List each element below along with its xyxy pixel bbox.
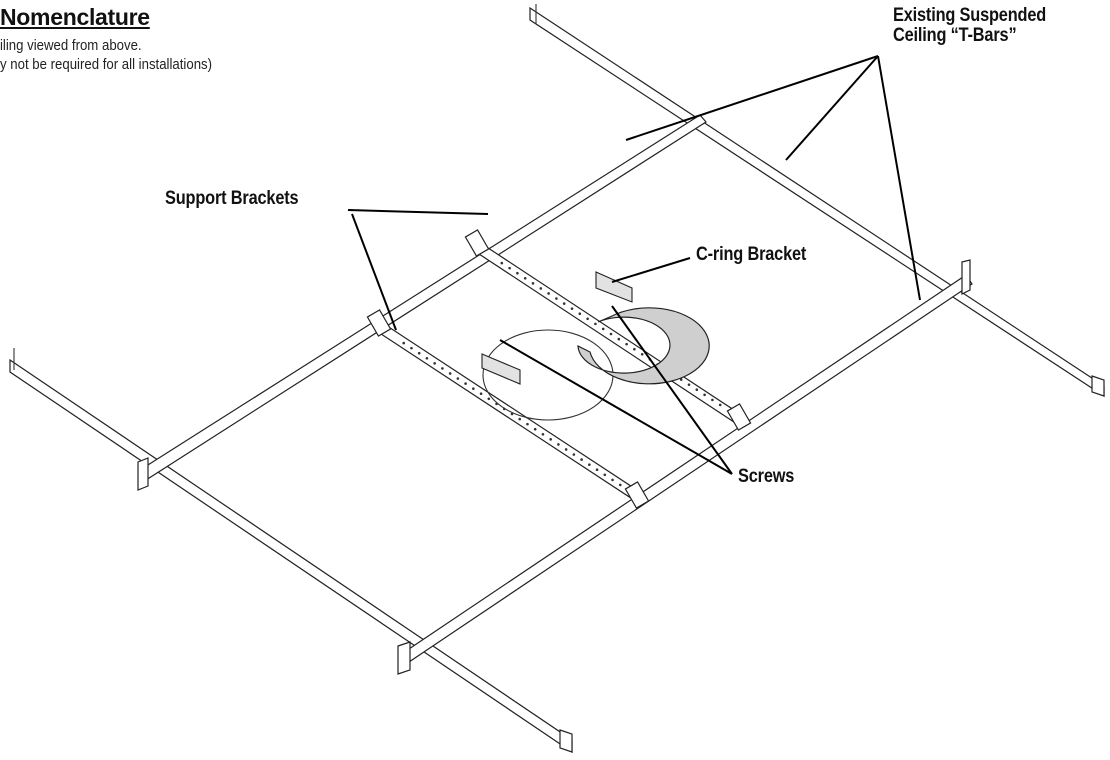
leader-lines [347,55,921,475]
bracket-hole [547,292,550,295]
tbar-cross-front [397,259,973,675]
bracket-hole [487,397,491,401]
bracket-hole [402,341,406,345]
bracket-hole [609,332,613,336]
bracket-hole [557,443,560,446]
callout-c-ring-bracket: C-ring Bracket [696,244,807,265]
bracket-hole [578,312,582,316]
bracket-hole [526,422,529,426]
bracket-hole [533,427,537,431]
leader-cring [611,257,691,283]
bracket-b-holes [500,261,722,407]
bracket-hole [508,266,511,270]
bracket-hole [711,398,714,402]
callout-tbars-line-1: Existing Suspended [893,5,1047,26]
callout-screws: Screws [738,466,795,487]
bracket-hole [570,307,574,310]
bracket-hole [611,478,614,482]
bracket-hole [433,362,436,365]
bracket-hole [594,322,597,326]
bracket-hole [518,417,522,421]
bracket-hole [555,297,558,300]
bracket-hole [695,388,699,392]
leader-support-1 [347,209,489,215]
subtitle-line-2: y not be required for all installations) [0,56,213,73]
support-bracket-a [366,309,650,509]
bracket-hole [562,302,566,305]
callout-tbars: Existing Suspended Ceiling “T-Bars” [893,6,1046,46]
callout-support-brackets: Support Brackets [165,188,299,209]
bracket-hole [703,393,706,397]
leader-support-2 [351,213,397,331]
bracket-hole [580,458,583,461]
bracket-hole [456,377,460,380]
bracket-hole [549,438,552,441]
bracket-hole [633,347,636,351]
bracket-hole [718,403,722,407]
leader-screws-1 [499,339,733,475]
tbar-front-left [9,348,573,754]
bracket-hole [564,448,568,451]
bracket-hole [603,473,607,477]
tbar-cross-back [137,114,707,491]
bracket-hole [539,287,543,290]
bracket-hole [531,282,535,285]
bracket-hole [464,382,467,385]
bracket-hole [425,356,429,360]
bracket-hole [601,327,605,331]
page-title: Nomenclature [0,4,150,30]
bracket-hole [586,317,589,321]
bracket-hole [588,463,591,466]
bracket-hole [687,383,691,386]
leader-tbar-3 [877,55,921,301]
bracket-hole [618,483,622,487]
bracket-hole [500,261,504,265]
bracket-hole [595,468,599,472]
bracket-hole [516,271,519,275]
bracket-hole [448,372,452,375]
bracket-hole [523,276,527,280]
page-subtitle: iling viewed from above. y not be requir… [0,36,212,74]
bracket-hole [410,346,413,350]
leader-screws-2 [611,305,733,475]
bracket-hole [417,351,421,355]
bracket-hole [640,352,644,356]
subtitle-line-1: iling viewed from above. [0,37,142,54]
bracket-hole [572,453,576,456]
leader-tbar-2 [785,55,879,161]
leader-tbar-1 [625,55,879,141]
bracket-hole [441,367,444,370]
bracket-hole [479,392,483,396]
bracket-hole [617,337,621,341]
callout-tbars-line-2: Ceiling “T-Bars” [893,25,1017,46]
bracket-hole [541,432,545,436]
bracket-hole [472,387,475,390]
bracket-hole [625,342,628,346]
